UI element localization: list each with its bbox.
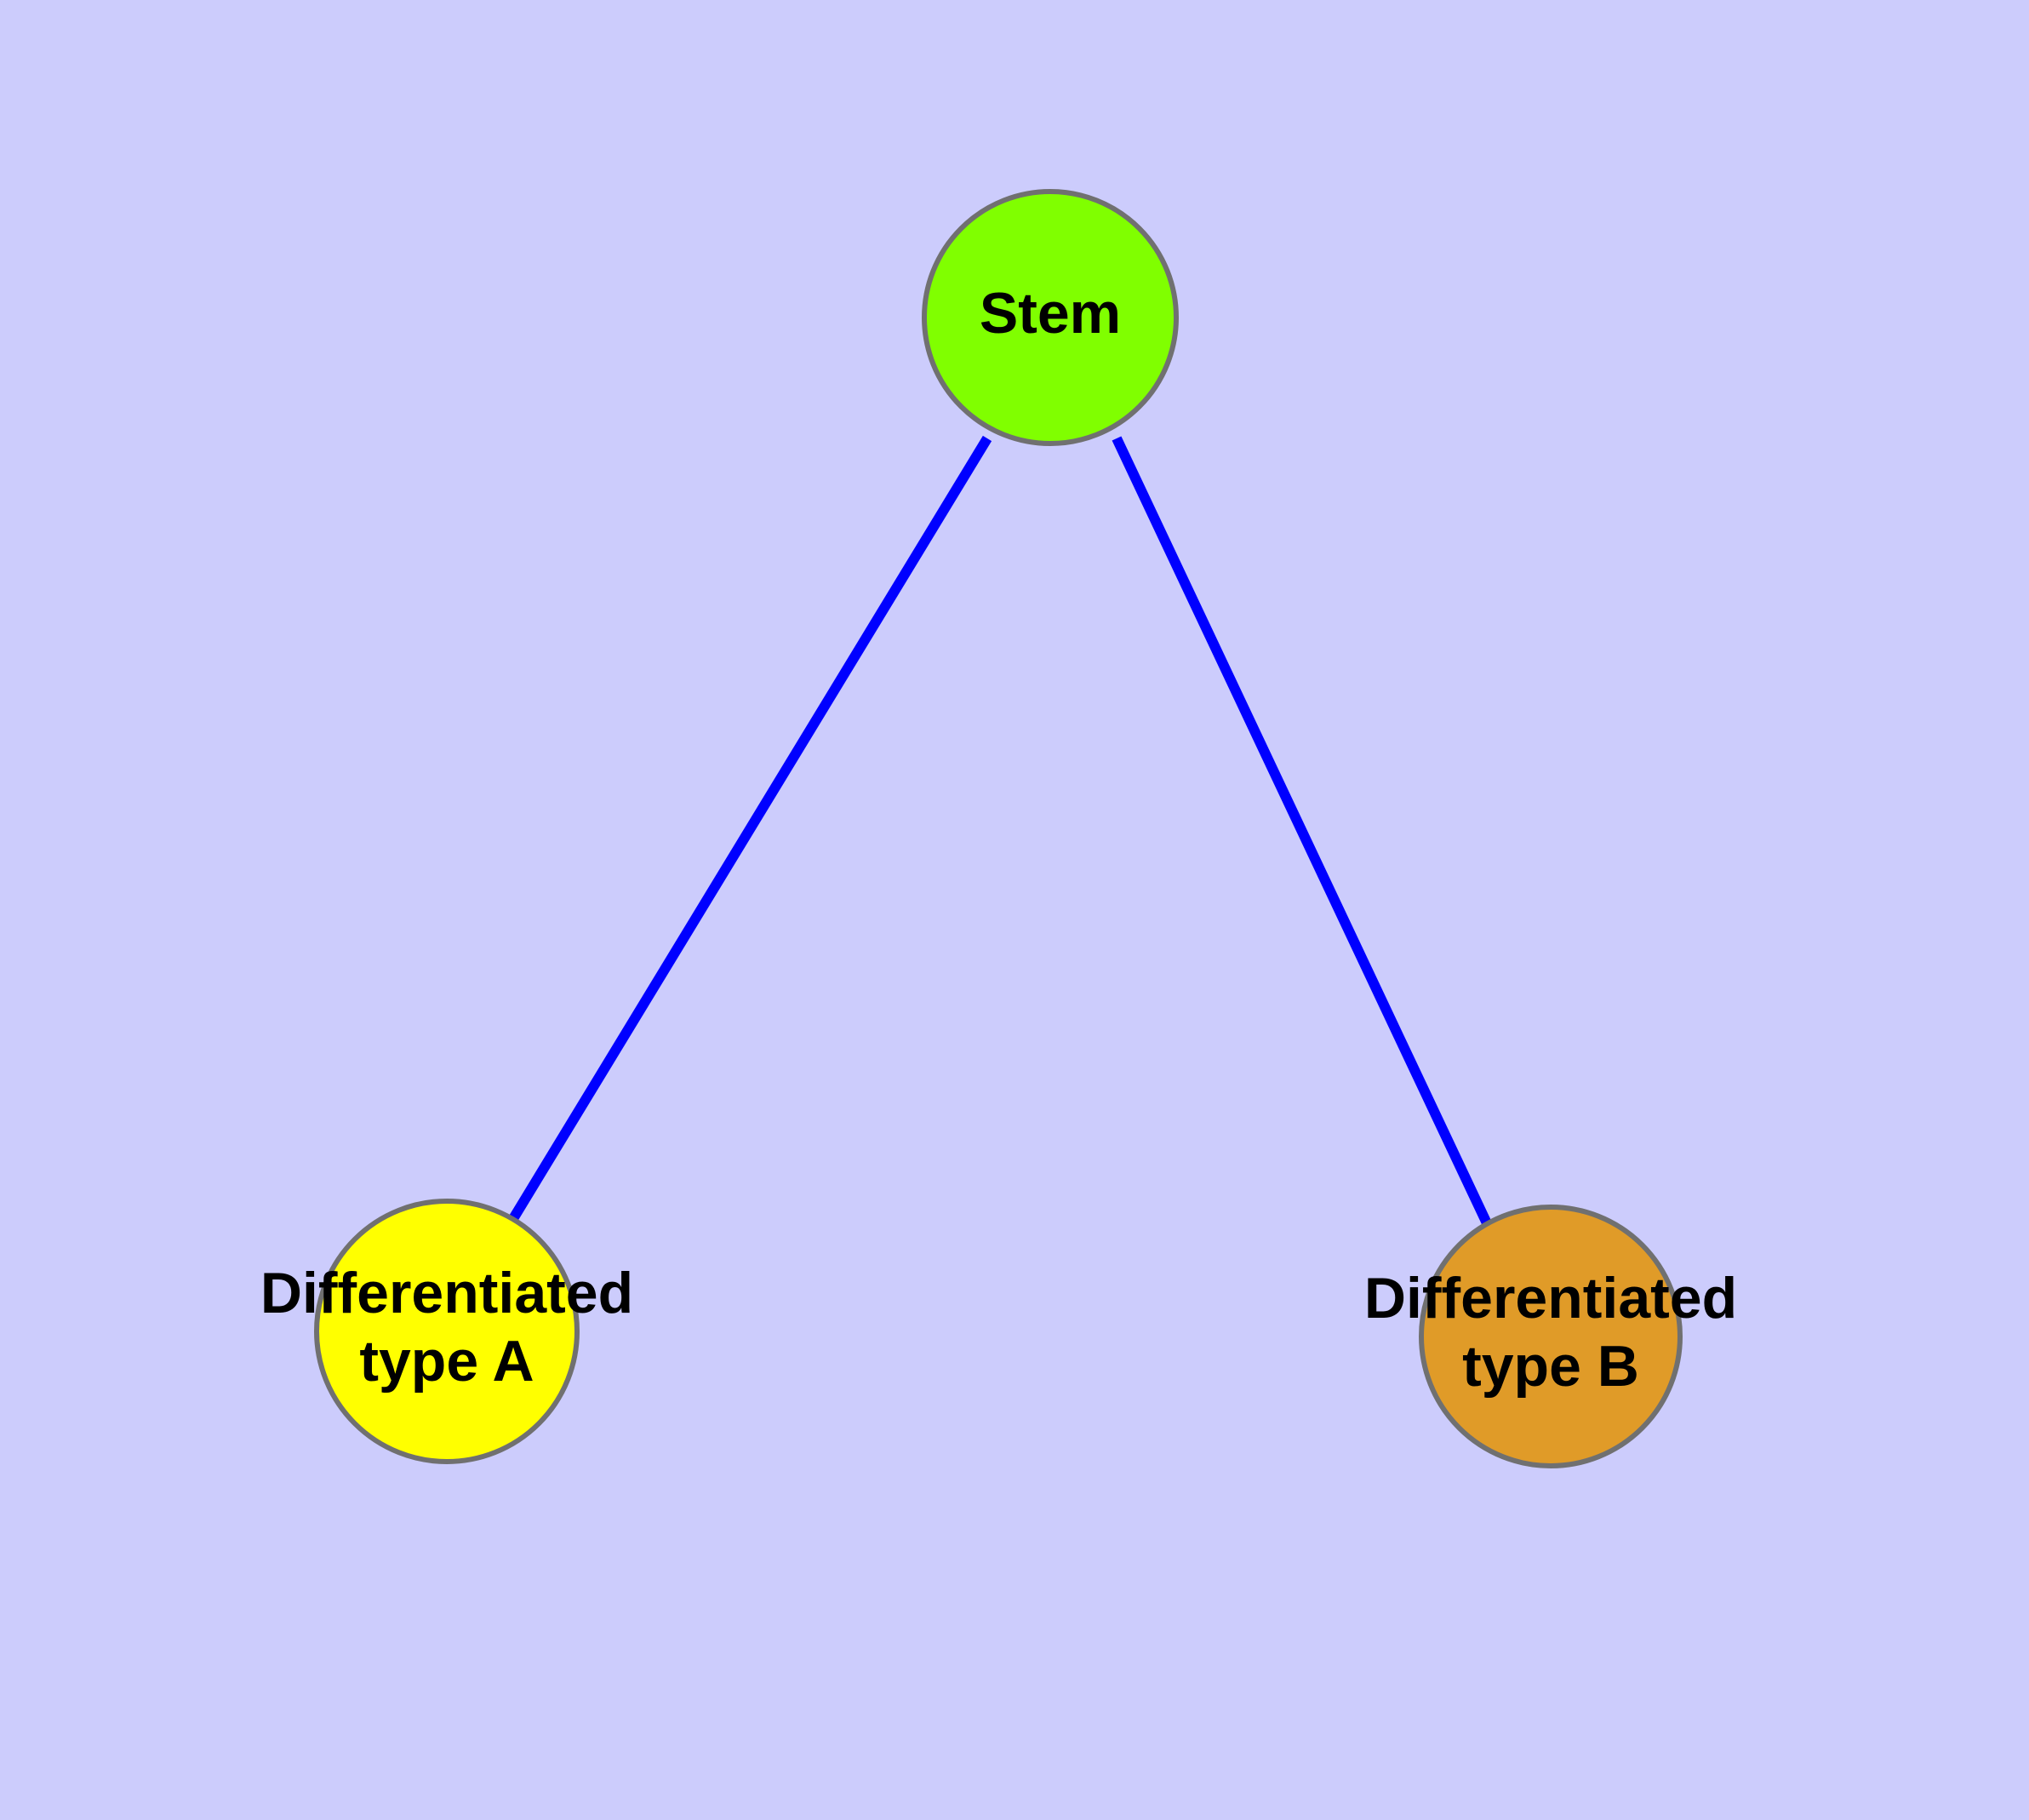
graph-node-label-diff_b: type B — [1462, 1334, 1639, 1399]
graph-node-label-diff_a: Differentiated — [260, 1261, 633, 1325]
graph-edge-stem-to-diff-b[interactable] — [1112, 436, 1492, 1226]
graph-edge-stem-to-diff-a[interactable] — [509, 435, 992, 1221]
nodes-layer — [314, 189, 1683, 1468]
graph-node-label-diff_a: type A — [359, 1329, 534, 1394]
graph-node-diff_a[interactable] — [314, 1199, 580, 1464]
graph-node-diff_b[interactable] — [1419, 1205, 1683, 1468]
graph-node-label-diff_b: Differentiated — [1364, 1266, 1737, 1331]
graph-node-stem[interactable] — [922, 189, 1179, 446]
graph-node-label-stem: Stem — [980, 281, 1121, 346]
edges-layer — [509, 435, 1492, 1226]
